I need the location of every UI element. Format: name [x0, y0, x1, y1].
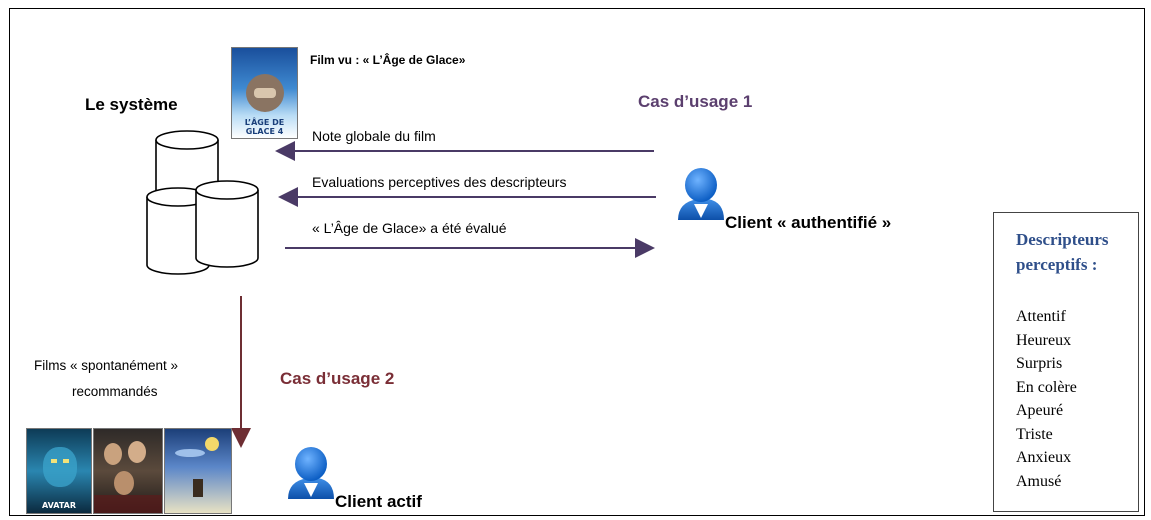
- list-item: Triste: [1016, 425, 1053, 443]
- films-recommandes-label-line1: Films « spontanément »: [34, 358, 179, 373]
- client-authentifie-label: Client « authentifié »: [725, 213, 892, 232]
- evaluations-label: Evaluations perceptives des descripteurs: [312, 174, 567, 190]
- starry-night-poster: [164, 428, 232, 514]
- database-icon: [146, 130, 259, 275]
- harry-potter-poster: [93, 428, 163, 514]
- user-icon: [288, 447, 334, 499]
- descriptors-title: Descripteurs perceptifs :: [1016, 230, 1109, 274]
- descriptors-box: Descripteurs perceptifs : Attentif Heure…: [993, 212, 1139, 512]
- list-item: Attentif: [1016, 308, 1066, 325]
- user-icon: [678, 168, 724, 220]
- use-case-2-label: Cas d’usage 2: [280, 369, 395, 388]
- list-item: Anxieux: [1016, 449, 1072, 466]
- evalue-label: « L’Âge de Glace» a été évalué: [312, 220, 507, 236]
- list-item: Amusé: [1016, 472, 1062, 490]
- list-item: En colère: [1016, 378, 1077, 396]
- ice-age-poster: L’ÂGE DE GLACE 4: [231, 47, 298, 139]
- list-item: Apeuré: [1016, 402, 1064, 419]
- list-item: Surpris: [1016, 355, 1063, 372]
- descriptors-list: Attentif Heureux Surpris En colère Apeur…: [1016, 305, 1138, 493]
- films-recommandes-label-line2: recommandés: [72, 384, 158, 399]
- list-item: Heureux: [1016, 331, 1072, 349]
- avatar-poster: AVATAR: [26, 428, 92, 514]
- client-actif-label: Client actif: [335, 492, 422, 511]
- film-seen-label: Film vu : « L’Âge de Glace»: [310, 53, 466, 67]
- use-case-1-label: Cas d’usage 1: [638, 92, 753, 111]
- diagram-frame: [9, 8, 1145, 516]
- system-title: Le système: [85, 95, 178, 114]
- note-globale-label: Note globale du film: [312, 128, 436, 144]
